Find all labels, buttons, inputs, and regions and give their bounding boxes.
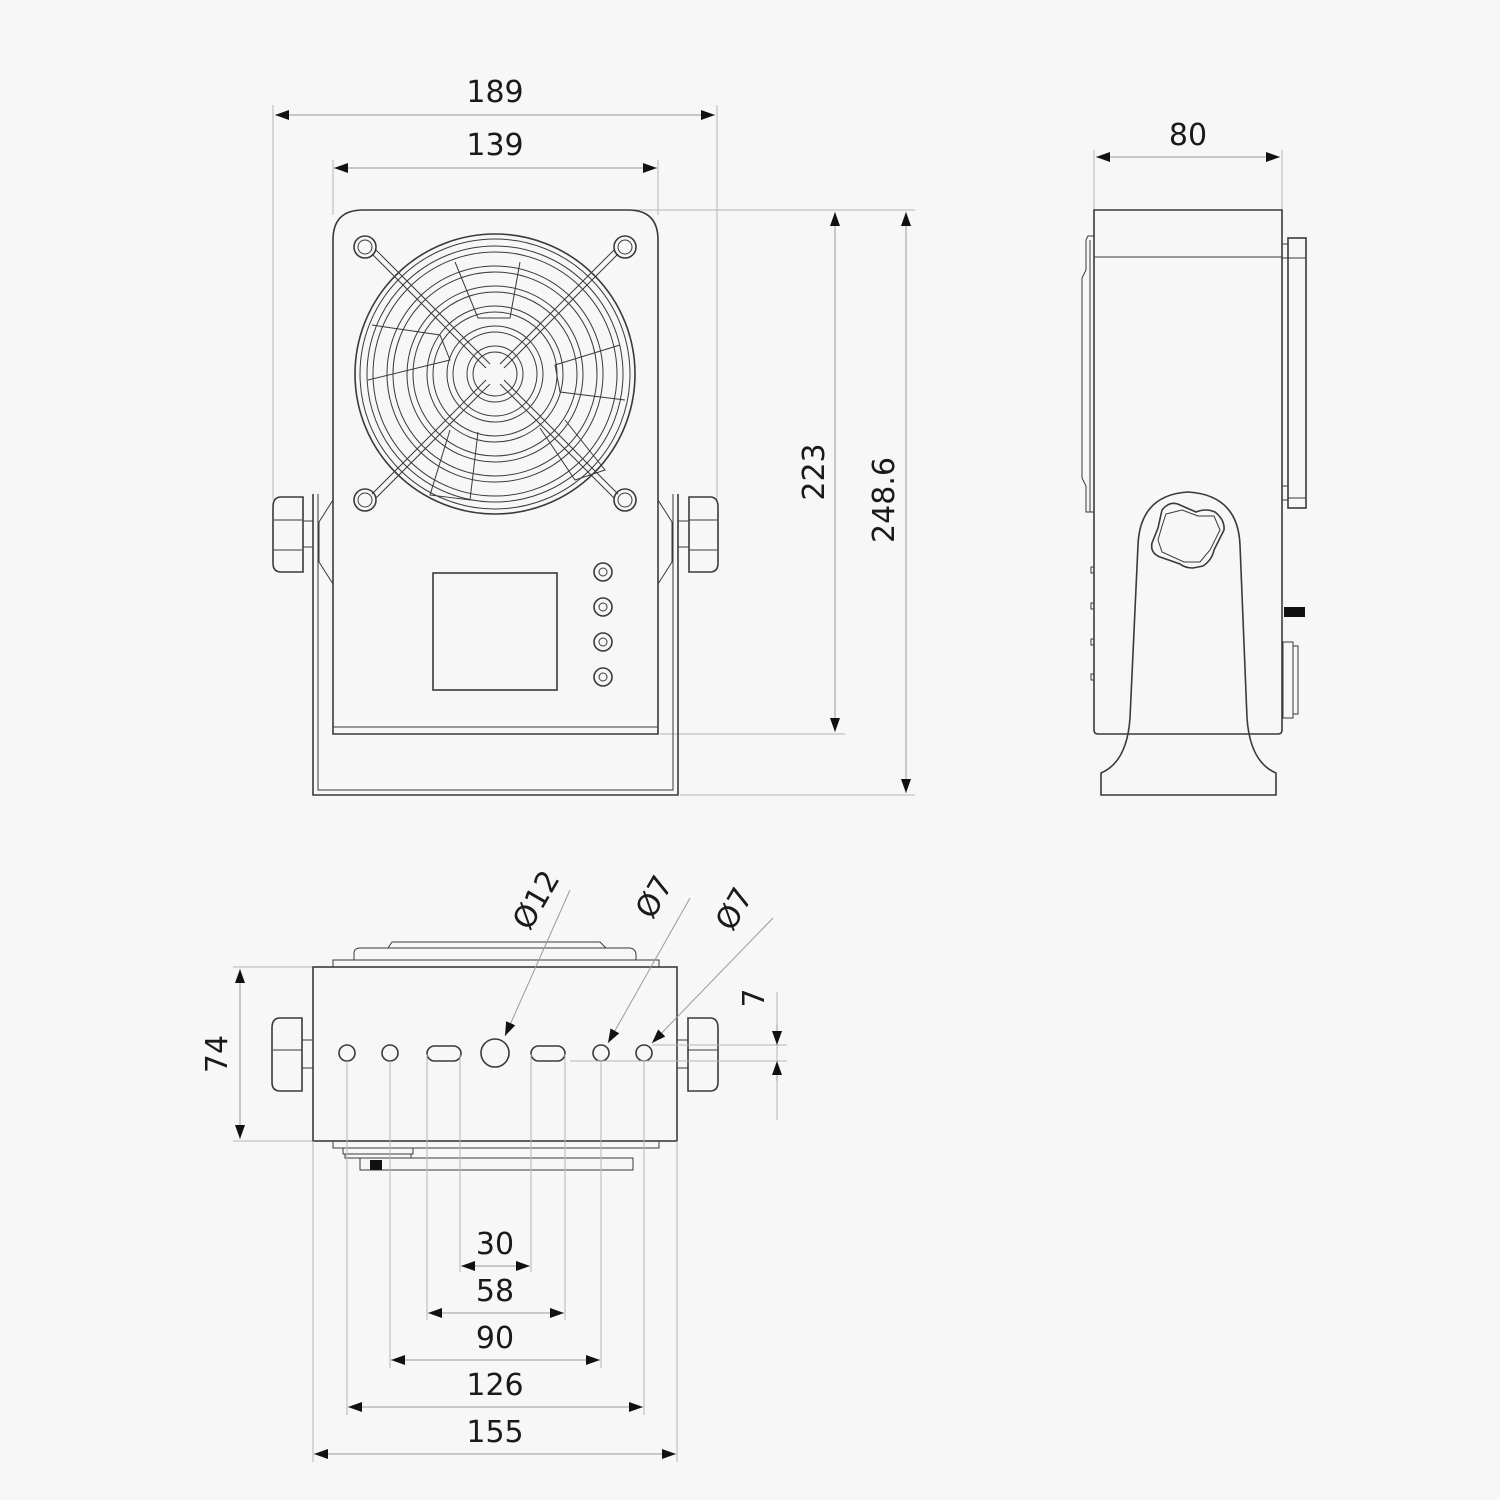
dim-base-width: 155 xyxy=(314,1415,676,1459)
mounting-holes xyxy=(338,1038,653,1068)
dim-hole-pair-outer: 126 xyxy=(348,1368,643,1412)
side-body xyxy=(1093,209,1283,735)
dim-label: 74 xyxy=(200,1035,235,1073)
callout-hole-12: Ø12 xyxy=(506,865,567,936)
callout-hole-7b: Ø7 xyxy=(709,882,761,936)
screw xyxy=(1284,607,1305,617)
right-knob-bottom xyxy=(687,1017,719,1092)
dim-label: 248.6 xyxy=(867,457,902,543)
left-knob xyxy=(272,496,314,573)
bottom-view: 74 Ø12 xyxy=(200,865,787,1462)
display-window xyxy=(432,572,558,691)
left-knob-bottom xyxy=(271,1017,303,1092)
dim-label: 155 xyxy=(466,1415,523,1450)
side-view: 80 xyxy=(1081,118,1307,796)
dim-label: 126 xyxy=(466,1368,523,1403)
front-view: 189 139 223 248.6 xyxy=(272,75,915,796)
dim-hole-offset: 7 xyxy=(737,988,772,1007)
dim-label: 80 xyxy=(1169,118,1207,153)
dim-label: 58 xyxy=(476,1274,514,1309)
fan-guard xyxy=(353,233,637,515)
dim-overall-width: 189 xyxy=(275,75,715,120)
dim-label: 223 xyxy=(797,443,832,500)
dim-label: 189 xyxy=(466,75,523,110)
dim-bottom-height: 74 xyxy=(200,969,245,1139)
dim-depth: 80 xyxy=(1096,118,1280,162)
dim-body-height: 223 xyxy=(797,212,840,732)
dim-overall-height: 248.6 xyxy=(867,212,911,793)
control-buttons xyxy=(593,562,613,687)
star-knob xyxy=(1150,502,1225,569)
dim-body-width: 139 xyxy=(334,128,657,173)
dim-label: 139 xyxy=(466,128,523,163)
bottom-body xyxy=(312,966,678,1142)
dim-slot-inner: 30 xyxy=(461,1227,530,1271)
callout-hole-7a: Ø7 xyxy=(629,870,681,924)
dim-label: 30 xyxy=(476,1227,514,1262)
dim-slot-outer: 58 xyxy=(428,1274,564,1318)
body-outline xyxy=(332,209,659,735)
stand-leg xyxy=(1100,491,1277,796)
dim-label: 90 xyxy=(476,1321,514,1356)
right-knob xyxy=(677,496,719,573)
u-bracket xyxy=(312,494,679,796)
dim-hole-pair-inner: 90 xyxy=(391,1321,600,1365)
